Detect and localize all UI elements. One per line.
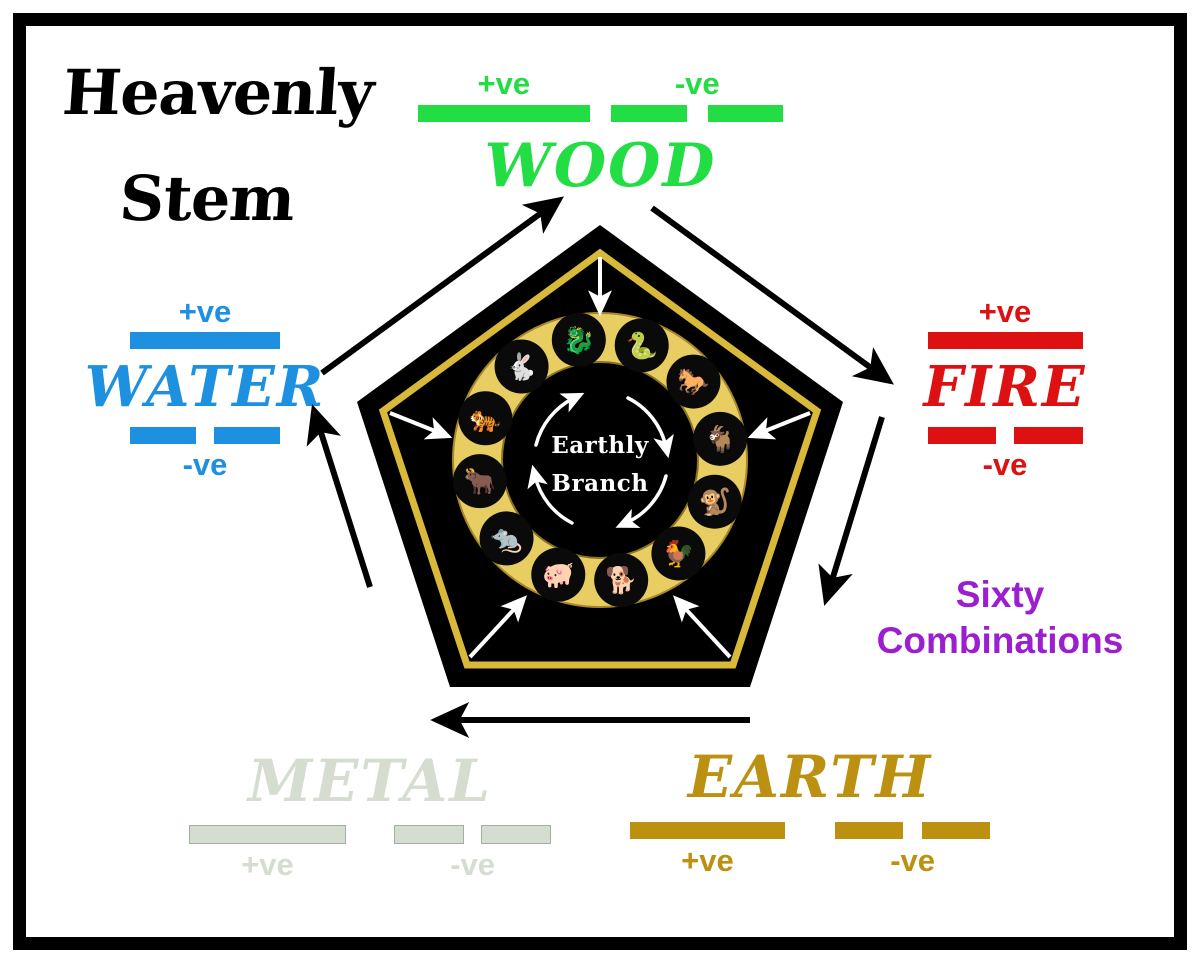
pentagon-inner-outline [378, 248, 822, 669]
fire-element-name: FIRE [923, 354, 1087, 420]
metal-negative-label: -ve [450, 847, 495, 882]
zodiac-medallion-monkey [687, 474, 742, 529]
zodiac-glyph-rat: 🐀 [490, 524, 523, 554]
zodiac-glyph-dragon: 🐉 [563, 325, 595, 356]
center-rotation-arrows [527, 392, 674, 528]
metal-element-name: METAL [247, 747, 493, 815]
inward-arrow-earth [673, 595, 732, 659]
sixty-line2: Combinations [876, 620, 1124, 662]
cycle-arrow-water-to-wood [320, 196, 564, 376]
wood-positive-line [418, 105, 590, 122]
wood-element-name: WOOD [484, 131, 717, 201]
metal-positive-line [189, 825, 346, 844]
water-positive-label: +ve [178, 294, 232, 329]
zodiac-glyph-dog: 🐕 [605, 565, 637, 596]
cycle-arrow-metal-to-water [306, 404, 373, 588]
zodiac-medallion-rooster [651, 526, 706, 581]
zodiac-glyph-pig: 🐖 [542, 561, 574, 591]
page-title-line1: Heavenly [60, 56, 376, 129]
water-negative-label: -ve [182, 447, 228, 482]
zodiac-medallion-dog [594, 553, 649, 608]
zodiac-medallion-snake [614, 318, 669, 373]
zodiac-medallion-horse [666, 354, 721, 409]
zodiac-medallion-rat [479, 511, 534, 566]
earth-element-name: EARTH [687, 743, 933, 811]
inward-arrow-water [389, 411, 453, 440]
fire-positive-line [927, 332, 1083, 349]
element-water: +ve WATER -ve [60, 296, 350, 480]
earth-positive-label: +ve [681, 843, 734, 878]
inward-arrow-metal [468, 595, 527, 659]
element-earth: EARTH +ve -ve [630, 748, 990, 876]
metal-positive-label: +ve [241, 847, 294, 882]
cycle-arrow-wood-to-fire [650, 205, 894, 385]
earth-positive-line [630, 822, 785, 839]
center-label-line2: Branch [552, 470, 649, 497]
zodiac-glyph-tiger: 🐅 [469, 404, 501, 434]
inward-arrow-fire [747, 411, 811, 440]
cycle-arrows [306, 196, 894, 738]
zodiac-medallion-tiger [458, 391, 513, 446]
water-element-name: WATER [84, 354, 326, 420]
zodiac-glyph-snake: 🐍 [626, 330, 658, 361]
zodiac-medallion-goat [693, 411, 748, 466]
zodiac-medallion-dragon [551, 312, 606, 367]
fire-positive-label: +ve [978, 294, 1032, 329]
wood-negative-line [611, 105, 783, 122]
cycle-arrow-fire-to-earth [818, 416, 885, 606]
zodiac-glyph-ox: 🐂 [464, 467, 496, 497]
zodiac-medallion-ox [452, 454, 507, 509]
earth-negative-line [835, 822, 990, 839]
element-metal: METAL +ve -ve [189, 747, 552, 882]
element-fire: +ve FIRE -ve [880, 296, 1130, 480]
zodiac-glyph-rooster: 🐓 [662, 538, 694, 569]
fire-negative-label: -ve [982, 447, 1028, 482]
zodiac-glyph-monkey: 🐒 [698, 487, 730, 518]
sixty-combinations-caption: Sixty Combinations [840, 572, 1160, 665]
fire-negative-line [927, 427, 1083, 444]
zodiac-glyph-rabbit: 🐇 [505, 352, 537, 383]
wood-positive-label: +ve [477, 66, 531, 101]
zodiac-medallions: 🐉 🐍 🐎 🐐 🐒🐓 🐕 🐖 🐀 🐂 🐅🐇 [452, 312, 748, 608]
center-label-line1: Earthly [551, 432, 649, 459]
zodiac-glyph-horse: 🐎 [677, 368, 709, 398]
wood-negative-label: -ve [674, 66, 720, 101]
earth-negative-label: -ve [890, 843, 935, 878]
zodiac-medallion-rabbit [494, 339, 549, 394]
metal-negative-line [394, 825, 552, 844]
sixty-line1: Sixty [955, 574, 1045, 615]
element-wood: +ve -ve WOOD [418, 68, 783, 196]
water-positive-line [129, 332, 281, 349]
zodiac-glyph-goat: 🐐 [704, 424, 736, 455]
zodiac-medallion-pig [531, 547, 586, 602]
inward-arrows [389, 257, 811, 659]
five-element-pentagon-diagram: 🐉 🐍 🐎 🐐 🐒🐓 🐕 🐖 🐀 🐂 🐅🐇 Earthly Branch [290, 195, 910, 775]
water-negative-line [129, 427, 281, 444]
